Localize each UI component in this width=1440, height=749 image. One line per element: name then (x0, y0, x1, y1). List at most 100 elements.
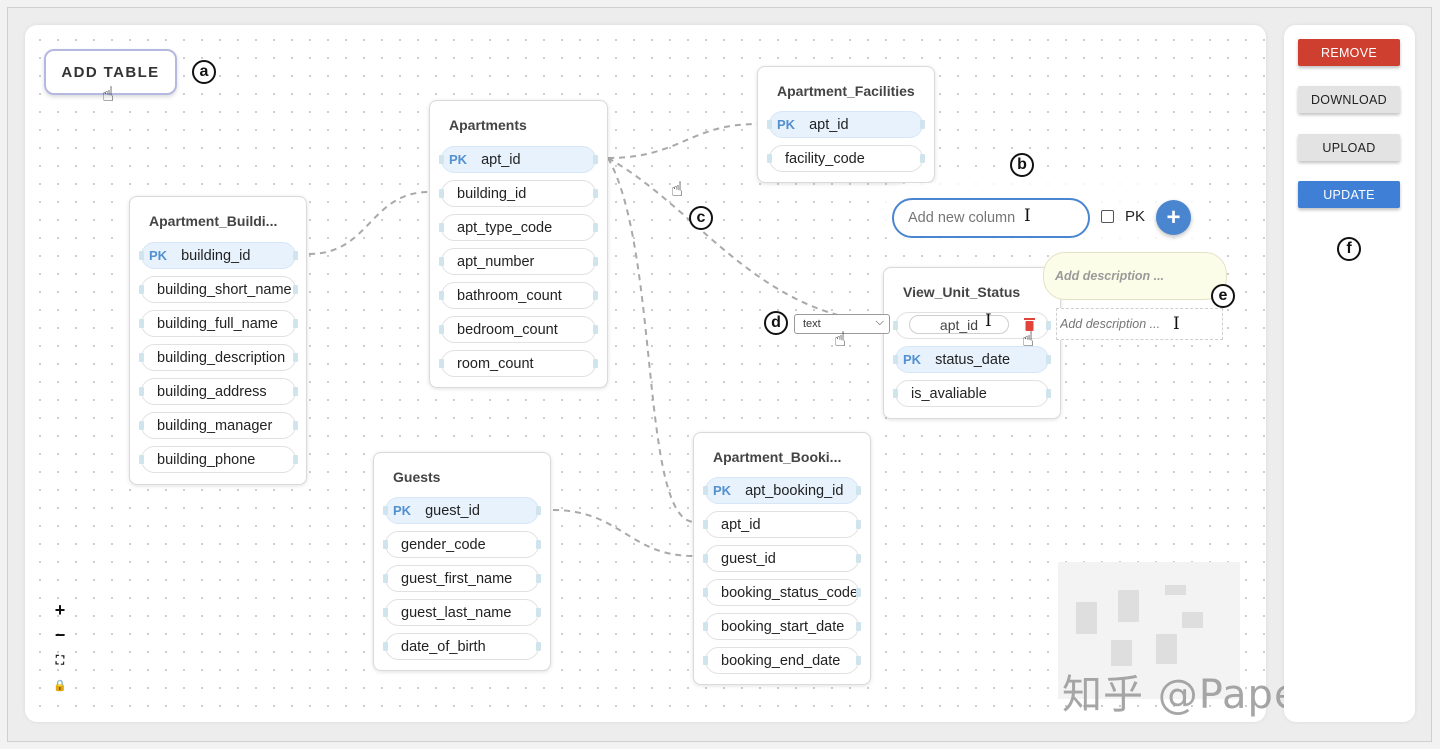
pointer-cursor-icon: ☝ (834, 329, 847, 351)
text-cursor-icon: I (1173, 314, 1180, 334)
lock-button[interactable]: 🔒 (47, 673, 73, 697)
minimap-node (1182, 612, 1203, 628)
text-cursor-icon: I (985, 311, 992, 331)
column-name: booking_status_code (721, 584, 859, 601)
pointer-cursor-icon: ☝ (1022, 329, 1035, 351)
column-row[interactable]: bathroom_count (439, 282, 598, 309)
column-row[interactable]: guest_first_name (383, 565, 541, 592)
column-name: building_short_name (157, 281, 292, 298)
column-row[interactable]: is_avaliable (893, 380, 1051, 407)
zoom-out-button[interactable]: − (47, 623, 73, 647)
callout-c: c (689, 206, 713, 230)
column-row[interactable]: building_description (139, 344, 298, 371)
column-name: apt_booking_id (745, 482, 844, 499)
table-title: Apartment_Facilities (777, 83, 915, 99)
plus-icon: + (54, 599, 66, 620)
description-tooltip: Add description ... (1043, 252, 1227, 300)
column-name: date_of_birth (401, 638, 486, 655)
add-column-button[interactable]: + (1156, 200, 1191, 235)
table-title: View_Unit_Status (903, 284, 1021, 300)
callout-a: a (192, 60, 216, 84)
update-button[interactable]: UPDATE (1298, 181, 1400, 208)
trash-icon[interactable] (1024, 318, 1035, 331)
column-name: apt_type_code (457, 219, 553, 236)
plus-icon: + (1166, 203, 1181, 231)
column-row[interactable]: bedroom_count (439, 316, 598, 343)
table-title: Guests (393, 469, 441, 485)
zoom-in-button[interactable]: + (47, 598, 73, 622)
column-name: booking_start_date (721, 618, 845, 635)
minimap-node (1111, 640, 1132, 666)
column-name: room_count (457, 355, 534, 372)
column-row[interactable]: building_phone (139, 446, 298, 473)
column-name-input[interactable] (909, 315, 1009, 334)
column-row[interactable]: guest_last_name (383, 599, 541, 626)
column-name: booking_end_date (721, 652, 841, 669)
column-name: building_description (157, 349, 286, 366)
pk-badge: PK (449, 152, 468, 167)
column-row[interactable]: gender_code (383, 531, 541, 558)
column-name: status_date (935, 351, 1011, 368)
column-row[interactable]: booking_status_code (703, 579, 861, 606)
callout-d: d (764, 311, 788, 335)
add-table-button[interactable]: ADD TABLE (44, 49, 177, 95)
column-row[interactable]: building_id (439, 180, 598, 207)
column-name: building_address (157, 383, 267, 400)
description-input[interactable] (1056, 308, 1223, 340)
pk-badge: PK (777, 117, 796, 132)
column-row[interactable]: building_address (139, 378, 298, 405)
column-name: guest_id (721, 550, 776, 567)
column-row[interactable]: apt_type_code (439, 214, 598, 241)
column-name: bedroom_count (457, 321, 558, 338)
column-row[interactable]: facility_code (767, 145, 925, 172)
table-title: Apartment_Buildi... (149, 213, 278, 229)
column-name: guest_last_name (401, 604, 512, 621)
column-type-value: text (803, 318, 821, 330)
column-row[interactable]: date_of_birth (383, 633, 541, 660)
download-button[interactable]: DOWNLOAD (1298, 86, 1400, 113)
column-name: bathroom_count (457, 287, 562, 304)
column-row[interactable]: building_full_name (139, 310, 298, 337)
table-title: Apartment_Booki... (713, 449, 842, 465)
column-row[interactable]: booking_end_date (703, 647, 861, 674)
text-cursor-icon: I (1024, 206, 1031, 226)
lock-icon: 🔒 (53, 679, 67, 692)
column-name: is_avaliable (911, 385, 987, 402)
column-row[interactable]: apt_id (703, 511, 861, 538)
action-sidebar: REMOVE DOWNLOAD UPLOAD UPDATE (1284, 25, 1415, 722)
minimap-node (1165, 585, 1186, 595)
zoom-controls: + − ⛶ 🔒 (47, 598, 73, 700)
fit-view-button[interactable]: ⛶ (47, 648, 73, 672)
pk-checkbox[interactable] (1101, 210, 1114, 223)
callout-f: f (1337, 237, 1361, 261)
new-column-input[interactable] (892, 198, 1090, 238)
column-name: apt_id (721, 516, 761, 533)
column-row[interactable]: building_manager (139, 412, 298, 439)
column-name: building_id (457, 185, 527, 202)
column-name: guest_first_name (401, 570, 513, 587)
remove-button[interactable]: REMOVE (1298, 39, 1400, 66)
minimap[interactable] (1058, 562, 1240, 699)
minimap-node (1118, 590, 1139, 622)
column-type-select[interactable]: text ⌵ (794, 314, 890, 334)
column-row[interactable]: guest_id (703, 545, 861, 572)
column-row[interactable]: building_short_name (139, 276, 298, 303)
chevron-down-icon: ⌵ (875, 316, 884, 328)
upload-button[interactable]: UPLOAD (1298, 134, 1400, 161)
column-row[interactable]: apt_number (439, 248, 598, 275)
fit-view-icon: ⛶ (55, 652, 65, 667)
column-row[interactable]: booking_start_date (703, 613, 861, 640)
column-row[interactable]: room_count (439, 350, 598, 377)
